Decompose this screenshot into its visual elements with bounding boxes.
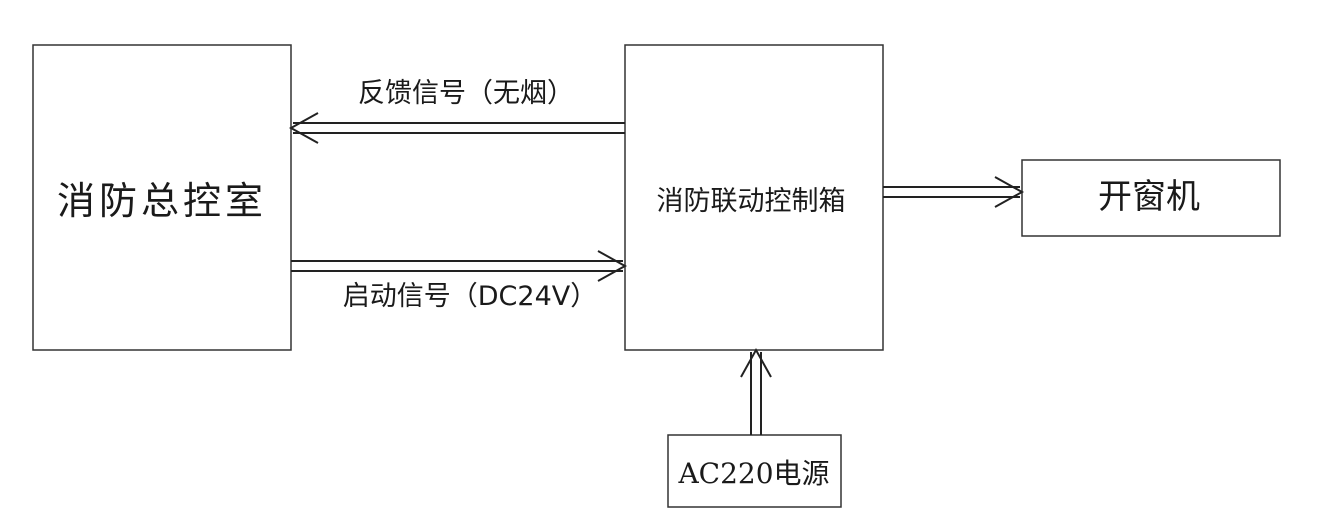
power-supply-label: AC220电源 [677,457,829,490]
window-opener-label: 开窗机 [1098,177,1200,217]
control-to-window-opener-arrow [883,176,1025,208]
linkage-control-box-node: 消防联动控制箱 [624,44,884,351]
start-signal-arrow [291,250,628,282]
feedback-signal-arrow [288,112,625,144]
linkage-control-box-label: 消防联动控制箱 [657,186,846,217]
feedback-signal-label: 反馈信号（无烟） [358,78,574,109]
power-supply-node: AC220电源 [667,434,842,508]
window-opener-node: 开窗机 [1021,159,1281,237]
power-to-control-box-arrow [740,347,772,435]
fire-control-room-node: 消防总控室 [32,44,292,351]
start-signal-label: 启动信号（DC24V） [343,281,597,312]
fire-control-room-label: 消防总控室 [57,179,267,223]
